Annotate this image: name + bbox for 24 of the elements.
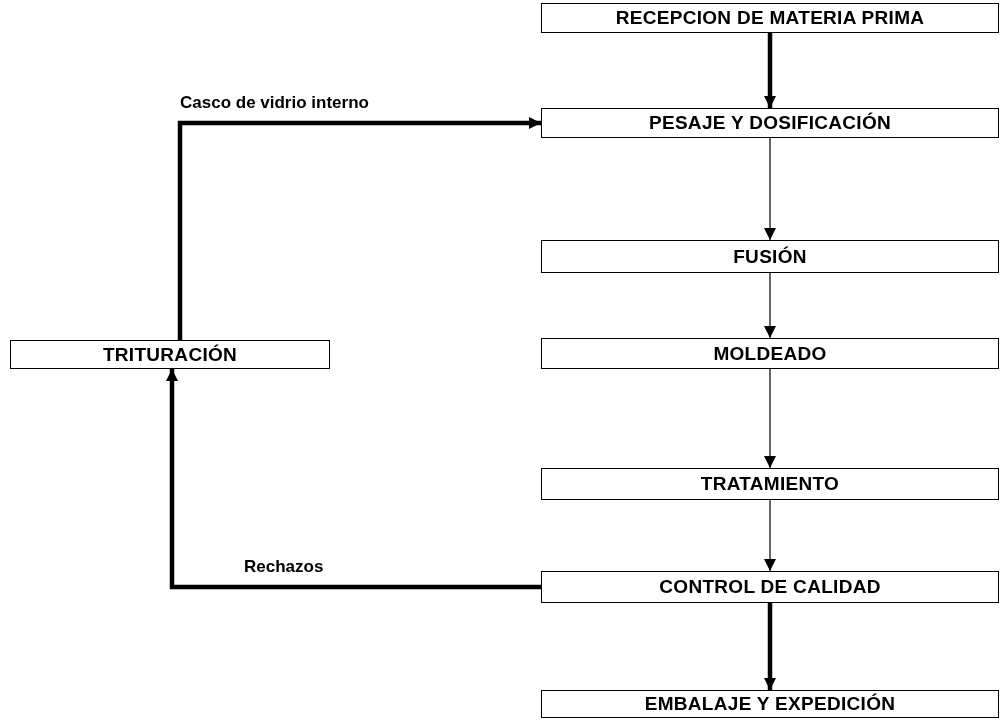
process-box [10,340,330,369]
arrow [764,499,776,572]
arrow [177,117,541,340]
process-box [541,240,999,273]
process-box [541,3,999,33]
arrow [764,33,776,108]
box-label: EMBALAJE Y EXPEDICIÓN [644,693,896,715]
process-box [541,108,999,138]
box-label: TRATAMIENTO [700,473,840,495]
arrow [166,369,541,590]
process-box [541,338,999,369]
box-label: FUSIÓN [733,245,807,268]
box-label: CONTROL DE CALIDAD [659,576,881,598]
box-label: RECEPCION DE MATERIA PRIMA [615,7,925,29]
arrow [764,603,776,690]
arrow [764,368,776,469]
arrow [764,137,776,241]
box-label: PESAJE Y DOSIFICACIÓN [648,112,892,134]
process-box [541,468,999,500]
process-box [541,690,999,718]
process-box [541,571,999,603]
arrow [764,272,776,339]
box-label: MOLDEADO [713,342,827,365]
box-label: TRITURACIÓN [102,343,238,366]
